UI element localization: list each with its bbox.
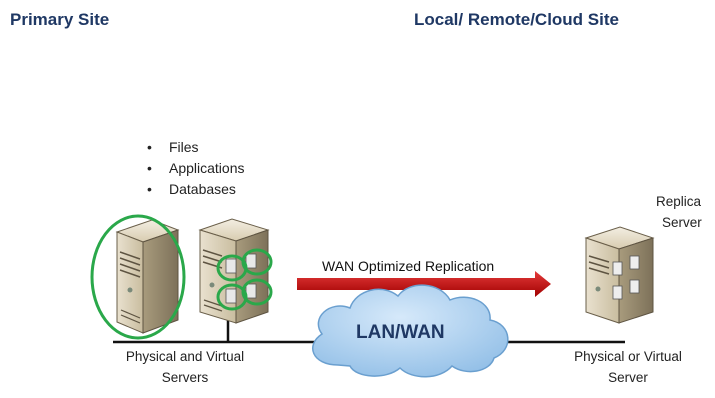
- primary-caption-line2: Servers: [161, 370, 209, 385]
- list-item: Files: [145, 137, 245, 158]
- network-label: LAN/WAN: [356, 322, 445, 343]
- list-item: Applications: [145, 158, 245, 179]
- protected-data-list: Files Applications Databases: [145, 137, 245, 200]
- remote-site-title: Local/ Remote/Cloud Site: [414, 10, 619, 29]
- physical-server-highlight: [90, 214, 186, 340]
- replica-label-line2: Server: [662, 215, 702, 230]
- primary-caption-line1: Physical and Virtual: [125, 349, 245, 364]
- list-item: Databases: [145, 179, 245, 200]
- replica-server-label: Replica Server: [656, 191, 715, 233]
- primary-site-title: Primary Site: [10, 10, 110, 29]
- primary-servers-caption: Physical and Virtual Servers: [100, 346, 270, 388]
- replication-label: WAN Optimized Replication: [322, 258, 495, 274]
- replica-server-caption: Physical or Virtual Server: [548, 346, 708, 388]
- replica-server-icon: [584, 226, 655, 324]
- replica-caption-line2: Server: [608, 370, 648, 385]
- virtual-server-icon: [198, 218, 270, 324]
- cloud-icon: [312, 284, 509, 378]
- replica-caption-line1: Physical or Virtual: [574, 349, 682, 364]
- virtual-machine-highlights: [216, 248, 273, 311]
- arrow-icon: [297, 271, 551, 297]
- replica-label-line1: Replica: [656, 194, 702, 209]
- physical-server-icon: [115, 219, 180, 334]
